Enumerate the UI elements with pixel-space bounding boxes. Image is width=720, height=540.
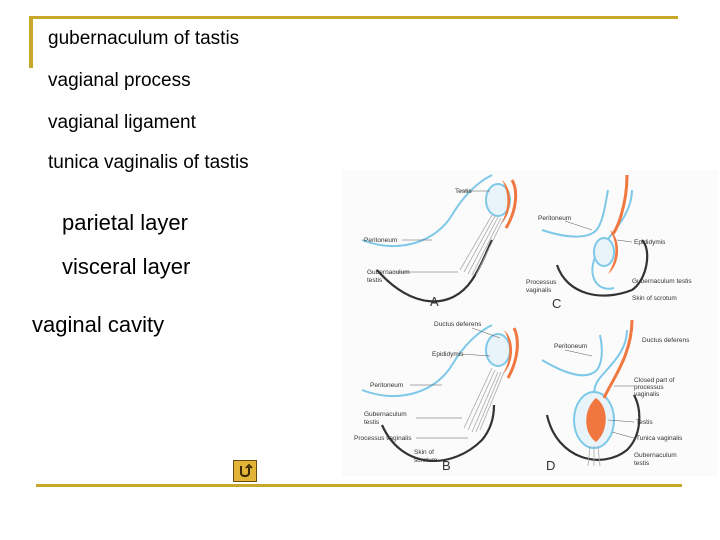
bullet-vaginal-cavity: vaginal cavity <box>32 312 165 337</box>
label-d-closed: Closed part of <box>634 377 675 384</box>
bullet-visceral-layer: visceral layer <box>62 254 191 279</box>
return-button[interactable] <box>233 460 257 482</box>
label-c-processus-2: vaginalis <box>526 287 552 294</box>
panel-c: Peritoneum Epididymis Processus vaginali… <box>526 174 692 311</box>
panel-letter-b: B <box>442 458 451 473</box>
label-b-epididymis: Epididymis <box>432 351 464 358</box>
label-b-peritoneum: Peritoneum <box>370 382 403 389</box>
label-b-skin-2: scrotum <box>414 457 437 464</box>
label-c-peritoneum: Peritoneum <box>538 215 571 222</box>
label-d-closed-3: vaginalis <box>634 391 660 398</box>
label-b-skin: Skin of <box>414 449 434 456</box>
bullet-vaginal-ligament: vagianal ligament <box>48 112 196 133</box>
panel-a: Testis Peritoneum Gubernaculum testis A <box>361 174 518 309</box>
label-d-gubernaculum-2: testis <box>634 460 650 467</box>
label-d-closed-2: processus <box>634 384 664 391</box>
panel-b: Ductus deferens Epididymis Peritoneum Gu… <box>354 321 519 473</box>
label-c-skin: Skin of scrotum <box>632 295 677 302</box>
bullet-vaginal-process: vagianal process <box>48 70 191 91</box>
label-b-ductus: Ductus deferens <box>434 321 482 328</box>
label-d-ductus: Ductus deferens <box>642 337 690 344</box>
label-c-processus: Processus <box>526 279 557 286</box>
bullet-gubernaculum: gubernaculum of tastis <box>48 28 240 49</box>
label-d-peritoneum: Peritoneum <box>554 343 587 350</box>
panel-letter-a: A <box>430 294 439 309</box>
label-a-gubernaculum-2: testis <box>367 277 383 284</box>
label-d-gubernaculum: Gubernaculum <box>634 452 677 459</box>
top-rule <box>32 16 678 19</box>
label-c-epididymis: Epididymis <box>634 239 666 246</box>
label-d-tunica: Tunica vaginalis <box>636 435 683 442</box>
bullet-tunica-vaginalis: tunica vaginalis of tastis <box>48 152 249 173</box>
label-a-peritoneum: Peritoneum <box>364 237 397 244</box>
bottom-rule <box>36 484 682 487</box>
label-d-testis: Testis <box>636 419 653 426</box>
bullet-parietal-layer: parietal layer <box>62 210 188 235</box>
label-b-gubernaculum-2: testis <box>364 419 380 426</box>
left-rule <box>29 16 33 68</box>
testis-descent-figure: Testis Peritoneum Gubernaculum testis A … <box>342 170 718 476</box>
panel-d: Peritoneum Ductus deferens Closed part o… <box>541 319 690 473</box>
label-a-gubernaculum: Gubernaculum <box>367 269 410 276</box>
label-b-processus: Processus vaginalis <box>354 435 412 442</box>
return-icon <box>240 463 253 477</box>
label-a-testis: Testis <box>455 188 472 195</box>
panel-letter-d: D <box>546 458 555 473</box>
panel-letter-c: C <box>552 296 561 311</box>
label-c-gubernaculum: Gubernaculum testis <box>632 278 692 285</box>
label-b-gubernaculum: Gubernaculum <box>364 411 407 418</box>
